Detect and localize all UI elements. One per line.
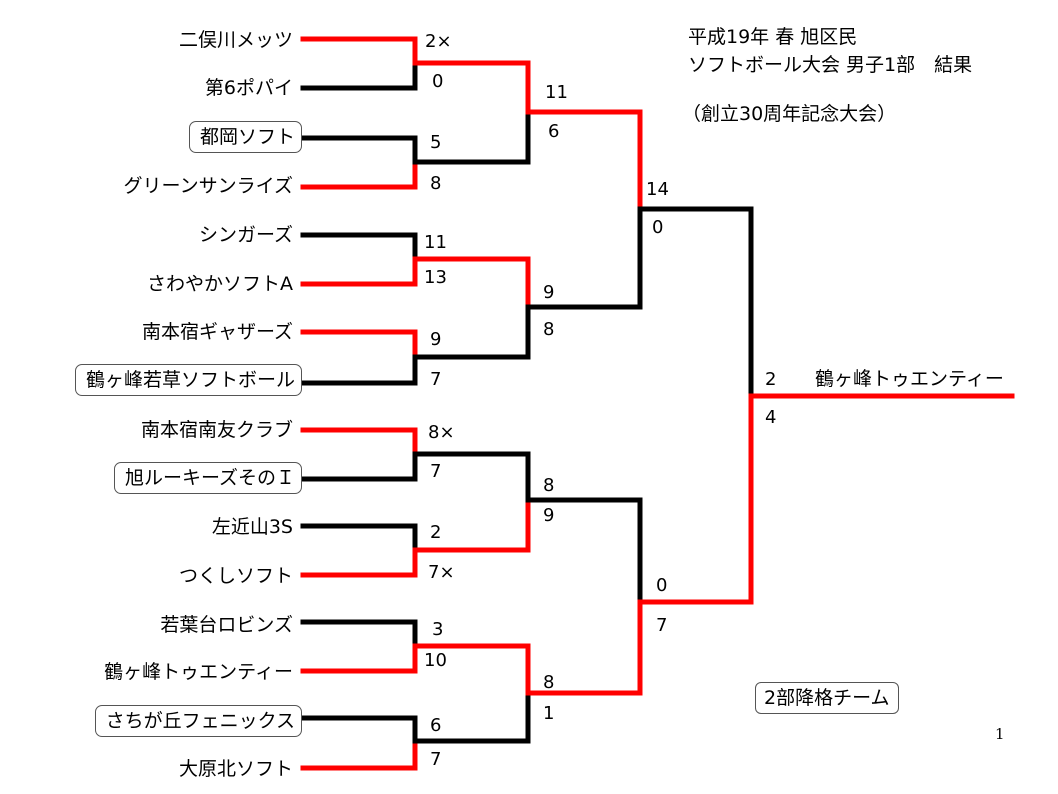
r1-m2-bottom-line <box>300 159 418 190</box>
r1-m3-bottom-line <box>300 256 418 287</box>
r3-m1-top-line <box>525 109 643 212</box>
team-13: 若葉台ロビンズ <box>160 614 293 636</box>
r2-m3-bottom-line <box>412 497 531 553</box>
team-16: 大原北ソフト <box>178 758 293 780</box>
score-r1-m6-bottom: 7× <box>428 562 455 583</box>
r1-m4-top-line <box>300 329 418 360</box>
score-r1-m2-bottom: 8 <box>430 173 442 194</box>
r3-m2-bottom-line <box>525 599 643 696</box>
team-2: 第6ポパイ <box>204 77 293 99</box>
score-r1-m4-bottom: 7 <box>430 369 442 390</box>
score-r1-m2-top: 5 <box>430 132 442 153</box>
team-12: つくしソフト <box>178 565 293 587</box>
r1-m6-bottom-line <box>300 547 418 578</box>
r1-m6-top-line <box>300 523 418 553</box>
score-r3-m2-top: 0 <box>656 575 668 596</box>
r1-m1-top-line <box>300 36 418 66</box>
r2-m2-bottom-line <box>412 304 531 360</box>
score-r2-m3-top: 8 <box>543 475 555 496</box>
score-r2-m3-bottom: 9 <box>543 505 555 526</box>
team-10: 旭ルーキーズそのＩ <box>113 462 302 494</box>
team-5: シンガーズ <box>198 224 293 246</box>
score-r1-m4-top: 9 <box>430 329 442 350</box>
final-top-line <box>637 206 754 399</box>
team-6: さわやかソフトA <box>147 273 293 295</box>
title-line-2: ソフトボール大会 男子1部 結果 <box>688 54 973 76</box>
r2-m3-top-line <box>412 451 531 503</box>
r2-m1-top-line <box>412 60 531 115</box>
score-r1-m7-top: 3 <box>432 619 444 640</box>
team-11: 左近山3S <box>211 516 293 538</box>
score-r1-m5-bottom: 7 <box>430 461 442 482</box>
r2-m1-bottom-line <box>412 109 531 165</box>
title-line-1: 平成19年 春 旭区民 <box>688 26 858 48</box>
r1-m2-top-line <box>300 135 418 165</box>
r1-m3-top-line <box>300 232 418 262</box>
relegation-legend: 2部降格チーム <box>755 682 899 714</box>
final-bottom-line <box>637 393 754 605</box>
score-r1-m5-top: 8× <box>428 422 455 443</box>
r1-m8-top-line <box>300 715 418 744</box>
r3-m1-bottom-line <box>525 206 643 310</box>
score-r1-m6-top: 2 <box>430 522 442 543</box>
r3-m2-top-line <box>525 497 643 605</box>
score-r3-m2-bottom: 7 <box>656 615 668 636</box>
score-r1-m1-bottom: 0 <box>432 71 444 92</box>
r1-m7-top-line <box>300 619 418 649</box>
team-15: さちが丘フェニックス <box>94 705 302 737</box>
score-r1-m3-top: 11 <box>424 232 447 253</box>
team-14: 鶴ヶ峰トゥエンティー <box>104 661 293 683</box>
score-r2-m4-top: 8 <box>543 672 555 693</box>
score-r2-m4-bottom: 1 <box>543 703 555 724</box>
team-4: グリーンサンライズ <box>123 175 293 197</box>
score-r1-m8-bottom: 7 <box>430 749 442 770</box>
score-r3-m1-top: 14 <box>646 179 669 200</box>
r1-m5-top-line <box>300 427 418 457</box>
r1-m4-bottom-line <box>300 354 418 386</box>
r1-m1-bottom-line <box>300 60 418 91</box>
r2-m4-top-line <box>412 643 531 696</box>
page-number: 1 <box>995 725 1005 743</box>
team-9: 南本宿南友クラブ <box>140 419 293 441</box>
score-r1-m1-top: 2× <box>425 31 452 52</box>
team-8: 鶴ヶ峰若草ソフトボール <box>74 364 302 396</box>
r1-m7-bottom-line <box>300 643 418 674</box>
team-1: 二俣川メッツ <box>178 29 293 51</box>
team-7: 南本宿ギャザーズ <box>141 321 293 343</box>
r1-m5-bottom-line <box>300 451 418 482</box>
r1-m8-bottom-line <box>300 738 418 771</box>
score-final-top: 2 <box>765 369 777 390</box>
team-3: 都岡ソフト <box>188 121 302 153</box>
score-r1-m3-bottom: 13 <box>424 267 447 288</box>
score-r2-m1-top: 11 <box>545 82 568 103</box>
score-r2-m2-top: 9 <box>543 282 555 303</box>
title-line-3: （創立30周年記念大会） <box>682 103 897 125</box>
r2-m2-top-line <box>412 256 531 310</box>
score-r2-m2-bottom: 8 <box>543 319 555 340</box>
score-r1-m8-top: 6 <box>430 715 442 736</box>
score-final-bottom: 4 <box>765 407 777 428</box>
champion-name: 鶴ヶ峰トゥエンティー <box>815 368 1004 390</box>
score-r1-m7-bottom: 10 <box>424 650 447 671</box>
r2-m4-bottom-line <box>412 690 531 744</box>
score-r3-m1-bottom: 0 <box>652 217 664 238</box>
score-r2-m1-bottom: 6 <box>548 121 560 142</box>
